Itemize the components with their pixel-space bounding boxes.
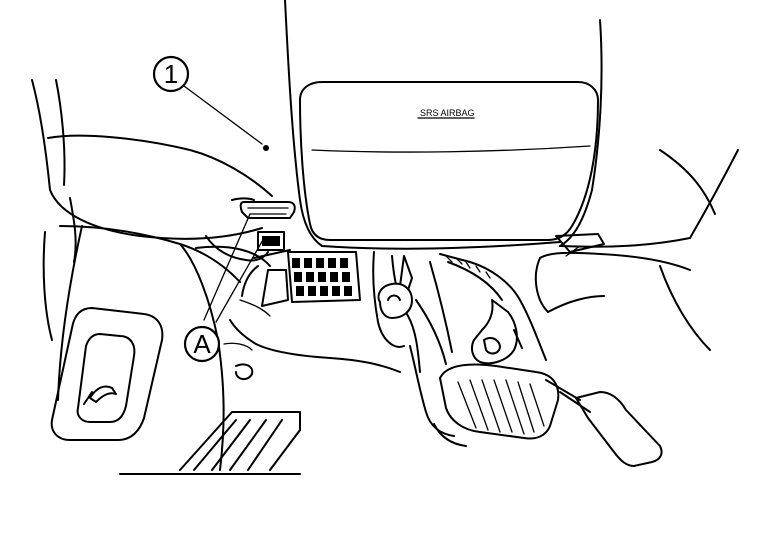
- glove-box: SRS AIRBAG: [299, 81, 599, 241]
- leader-lines: [183, 85, 269, 323]
- accelerator-pedal: [545, 379, 663, 467]
- callout-a: A: [183, 325, 221, 363]
- callout-a-label: A: [193, 329, 211, 359]
- brake-pedal: [372, 251, 560, 447]
- callout-1: 1: [152, 55, 190, 93]
- dashboard-lower-panel: [284, 0, 739, 250]
- callout-1-label: 1: [164, 59, 178, 89]
- airbag-label: SRS AIRBAG: [420, 108, 475, 118]
- fuse-block: [239, 251, 361, 317]
- hood-release-handle: [50, 307, 164, 441]
- right-knee-panel: [534, 233, 711, 351]
- data-link-connector: [231, 197, 296, 259]
- pedal-bracket: [439, 253, 547, 365]
- floor-mat: [119, 411, 301, 475]
- steering-column-shroud: [31, 79, 273, 341]
